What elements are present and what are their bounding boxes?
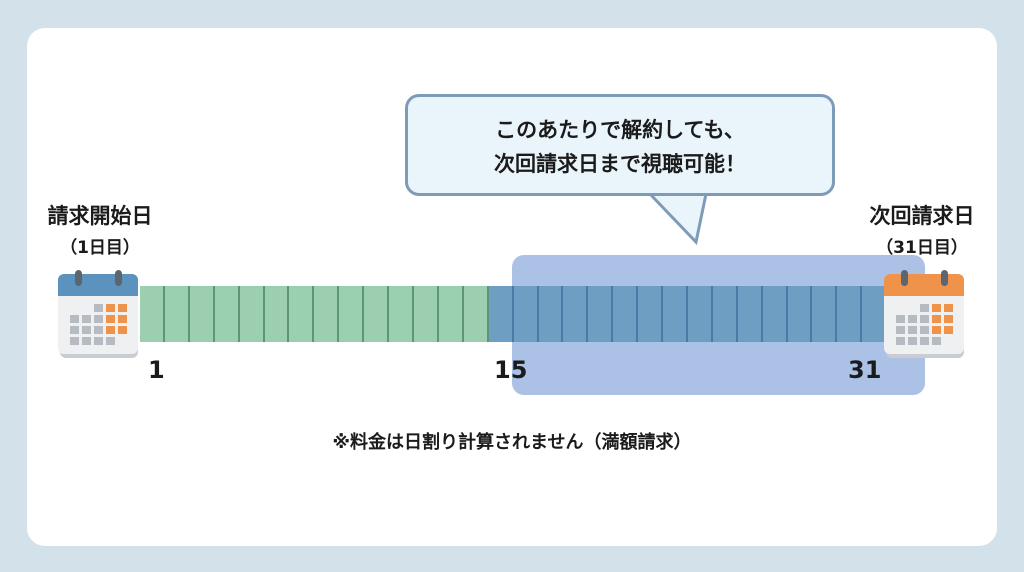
speech-bubble-tail — [648, 190, 708, 246]
day-cell — [687, 286, 713, 342]
speech-bubble: このあたりで解約しても、 次回請求日まで視聴可能！ — [405, 94, 835, 196]
day-cell — [239, 286, 265, 342]
day-cell — [214, 286, 240, 342]
day-cell — [588, 286, 614, 342]
day-cell — [189, 286, 215, 342]
day-cell — [513, 286, 539, 342]
day-cell — [488, 286, 514, 342]
start-date-title: 請求開始日 — [47, 204, 153, 228]
marker-day-15: 15 — [494, 356, 528, 384]
bubble-line-1: このあたりで解約しても、 — [495, 118, 745, 142]
day-cell — [837, 286, 863, 342]
day-cell — [413, 286, 439, 342]
day-cell — [438, 286, 464, 342]
day-cell — [638, 286, 664, 342]
next-calendar-icon — [884, 270, 966, 358]
day-cell — [389, 286, 414, 342]
day-cell — [787, 286, 813, 342]
next-date-sub: （31日目） — [876, 238, 968, 258]
day-cell — [264, 286, 290, 342]
day-cell — [862, 286, 886, 342]
marker-day-31: 31 — [848, 356, 882, 384]
bubble-line-2: 次回請求日まで視聴可能！ — [494, 152, 746, 176]
day-cell — [140, 286, 165, 342]
day-cell — [164, 286, 190, 342]
day-cell — [563, 286, 589, 342]
day-cell — [663, 286, 688, 342]
day-cell — [339, 286, 365, 342]
day-cell — [538, 286, 564, 342]
day-cell — [712, 286, 738, 342]
next-date-title: 次回請求日 — [869, 204, 975, 228]
marker-day-1: 1 — [148, 356, 165, 384]
day-cell — [364, 286, 390, 342]
day-cell — [314, 286, 340, 342]
day-cell — [613, 286, 639, 342]
day-cell — [812, 286, 838, 342]
day-cell — [737, 286, 763, 342]
day-cell — [289, 286, 315, 342]
start-calendar-icon — [58, 270, 140, 358]
pricing-note: ※料金は日割り計算されません（満額請求） — [332, 432, 692, 453]
timeline-bar — [140, 286, 886, 342]
day-cell — [762, 286, 788, 342]
start-date-sub: （1日目） — [60, 238, 140, 258]
day-cell — [463, 286, 489, 342]
